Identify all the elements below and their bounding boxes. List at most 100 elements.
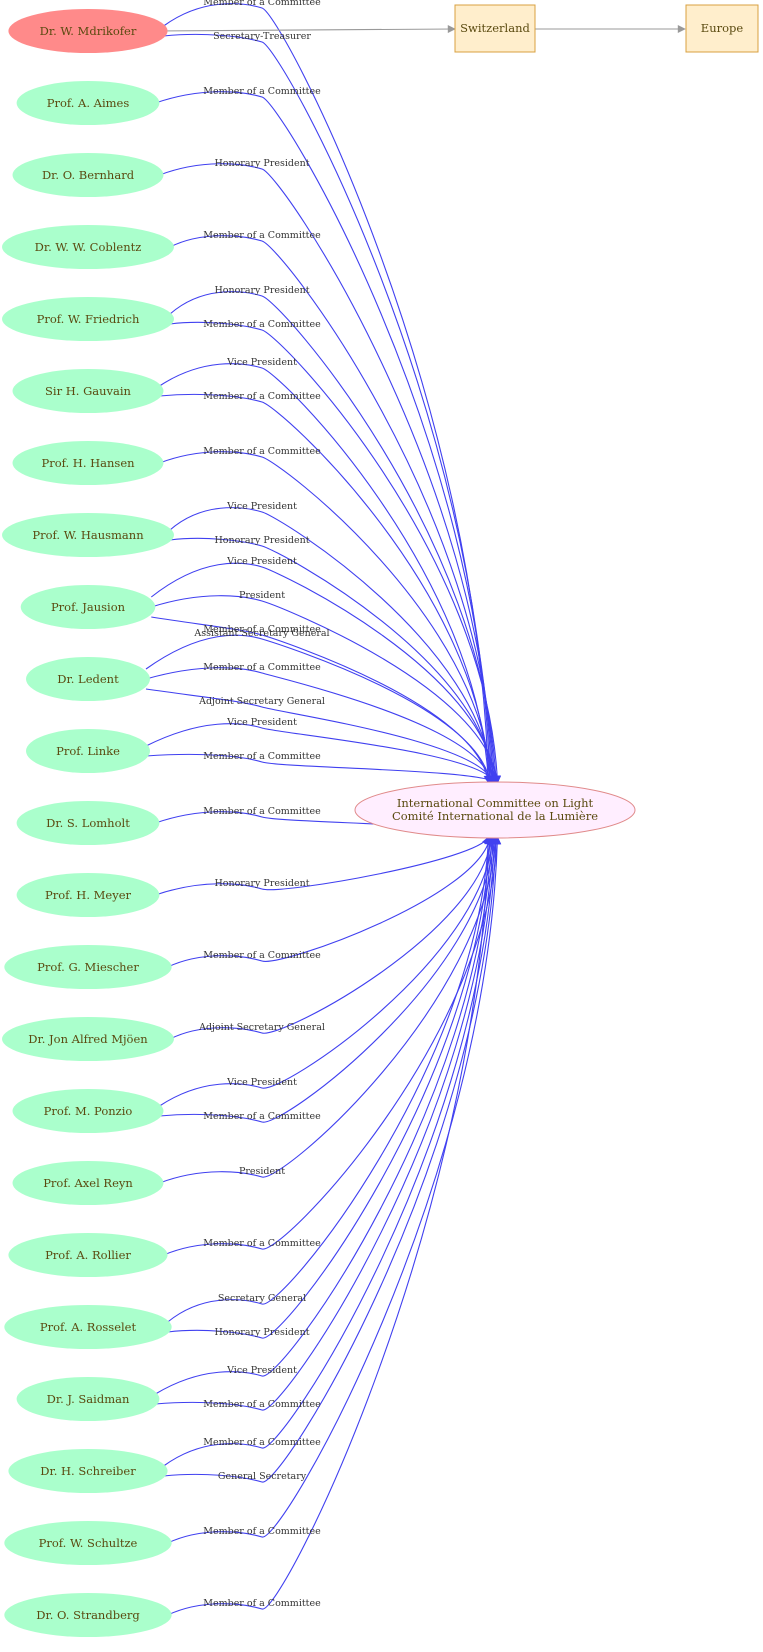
edge-prof-h-hansen-0 <box>159 451 496 784</box>
edge-label-prof-h-meyer-0: Honorary President <box>214 878 309 889</box>
person-ellipse <box>26 657 150 701</box>
person-ellipse <box>8 9 168 53</box>
edge-label-dr-s-lomholt-0: Member of a Committee <box>203 806 321 817</box>
edge-label-prof-w-hausmann-1: Honorary President <box>214 535 309 546</box>
person-node-prof-a-rollier: Prof. A. Rollier <box>8 1233 168 1277</box>
edge-label-prof-jausion-2: Member of a Committee <box>203 624 321 635</box>
edge-prof-a-rollier-0 <box>163 836 502 1256</box>
edge-dr-h-schreiber-0 <box>163 836 499 1467</box>
edge-prof-w-friedrich-0 <box>169 291 500 784</box>
person-node-prof-w-friedrich: Prof. W. Friedrich <box>2 297 174 341</box>
person-ellipse <box>16 873 160 917</box>
target-label-line1: International Committee on Light <box>397 796 594 810</box>
person-ellipse <box>2 1017 174 1061</box>
person-node-dr-s-lomholt: Dr. S. Lomholt <box>16 801 160 845</box>
person-name: Prof. W. Hausmann <box>32 528 144 542</box>
edge-sir-h-gauvain-1 <box>159 393 494 784</box>
person-name: Dr. J. Saidman <box>47 1392 130 1406</box>
person-node-prof-h-meyer: Prof. H. Meyer <box>16 873 160 917</box>
edge-label-dr-w-mdrikofer-1: Secretary-Treasurer <box>213 31 311 42</box>
edge-prof-a-rosselet-0 <box>167 836 493 1323</box>
edge-prof-jausion-0 <box>150 562 500 784</box>
country-chain: Switzerland Europe <box>153 4 759 53</box>
person-name: Prof. A. Rollier <box>45 1248 131 1262</box>
europe-box <box>685 4 759 53</box>
edge-label-dr-j-saidman-1: Member of a Committee <box>203 1399 321 1410</box>
person-ellipse <box>16 1377 160 1421</box>
edge-prof-m-ponzio-0 <box>159 836 497 1107</box>
edge-prof-linke-1 <box>145 753 497 784</box>
person-name: Prof. H. Meyer <box>45 888 132 902</box>
target-label-line2: Comité International de la Lumière <box>392 809 598 823</box>
edge-label-dr-o-bernhard-0: Honorary President <box>214 158 309 169</box>
switzerland-box <box>454 4 536 53</box>
edge-dr-h-schreiber-1 <box>163 836 500 1483</box>
person-node-prof-linke: Prof. Linke <box>26 729 150 773</box>
person-node-dr-w-w-coblentz: Dr. W. W. Coblentz <box>2 225 174 269</box>
person-node-prof-axel-reyn: Prof. Axel Reyn <box>12 1161 164 1205</box>
person-node-prof-g-miescher: Prof. G. Miescher <box>4 945 172 989</box>
person-name: Dr. W. W. Coblentz <box>35 240 142 254</box>
edge-dr-w-mdrikofer-1 <box>163 33 494 784</box>
edge-dr-o-strandberg-0 <box>167 836 493 1616</box>
edge-label-dr-h-schreiber-1: General Secretary <box>218 1471 307 1482</box>
person-ellipse <box>26 729 150 773</box>
edge-dr-w-mdrikofer-0 <box>163 3 493 784</box>
person-node-prof-m-ponzio: Prof. M. Ponzio <box>12 1089 164 1133</box>
edge-label-prof-linke-0: Vice President <box>226 717 297 728</box>
edge-dr-j-saidman-1 <box>155 836 497 1411</box>
edge-prof-axel-reyn-0 <box>159 836 500 1184</box>
edge-prof-g-miescher-0 <box>167 836 493 968</box>
target-node: International Committee on Light Comité … <box>354 781 636 839</box>
person-node-prof-h-hansen: Prof. H. Hansen <box>12 441 164 485</box>
person-ellipse <box>2 297 174 341</box>
person-name: Dr. O. Bernhard <box>42 168 135 182</box>
edge-label-dr-ledent-2: Adjoint Secretary General <box>198 696 325 707</box>
edge-label-dr-j-saidman-0: Vice President <box>226 1365 297 1376</box>
edge-prof-w-friedrich-1 <box>169 321 502 784</box>
person-ellipse <box>16 801 160 845</box>
person-name: Dr. Jon Alfred Mjöen <box>28 1032 148 1046</box>
edge-label-prof-w-hausmann-0: Vice President <box>226 501 297 512</box>
edge-label-dr-ledent-1: Member of a Committee <box>203 662 321 673</box>
edge-dr-ledent-0 <box>145 634 493 784</box>
person-ellipse <box>8 1233 168 1277</box>
edge-label-prof-m-ponzio-0: Vice President <box>226 1077 297 1088</box>
person-node-dr-w-mdrikofer: Dr. W. Mdrikofer <box>8 9 168 53</box>
edge-dr-ledent-1 <box>145 667 495 784</box>
mdrikofer-to-switzerland-arrow <box>153 25 456 34</box>
edge-prof-w-schultze-0 <box>167 836 502 1544</box>
edge-label-dr-w-w-coblentz-0: Member of a Committee <box>203 230 321 241</box>
person-node-dr-ledent: Dr. Ledent <box>26 657 150 701</box>
person-node-prof-w-hausmann: Prof. W. Hausmann <box>2 513 174 557</box>
edge-label-dr-w-mdrikofer-0: Member of a Committee <box>203 0 321 8</box>
person-name: Prof. A. Aimes <box>47 96 130 110</box>
person-name: Prof. Linke <box>56 744 120 758</box>
person-node-prof-jausion: Prof. Jausion <box>20 585 156 629</box>
person-name: Prof. W. Schultze <box>39 1536 138 1550</box>
target-ellipse <box>354 781 636 839</box>
edge-dr-ledent-2 <box>145 688 496 784</box>
person-name: Prof. A. Rosselet <box>40 1320 137 1334</box>
edge-dr-o-bernhard-0 <box>159 163 497 784</box>
edge-dr-jon-alfred-mj-en-0 <box>169 836 495 1040</box>
edge-label-dr-o-strandberg-0: Member of a Committee <box>203 1598 321 1609</box>
person-node-dr-jon-alfred-mj-en: Dr. Jon Alfred Mjöen <box>2 1017 174 1061</box>
edge-label-layer: Member of a CommitteeSecretary-Treasurer… <box>193 0 329 1609</box>
person-ellipse <box>2 513 174 557</box>
edge-label-prof-g-miescher-0: Member of a Committee <box>203 950 321 961</box>
person-ellipse <box>2 225 174 269</box>
edge-label-prof-a-rollier-0: Member of a Committee <box>203 1238 321 1249</box>
edge-label-prof-h-hansen-0: Member of a Committee <box>203 446 321 457</box>
edge-label-prof-m-ponzio-1: Member of a Committee <box>203 1111 321 1122</box>
edge-label-prof-a-rosselet-1: Honorary President <box>214 1327 309 1338</box>
person-ellipse <box>16 81 160 125</box>
person-node-sir-h-gauvain: Sir H. Gauvain <box>12 369 164 413</box>
person-ellipse <box>4 1593 172 1637</box>
person-ellipse <box>20 585 156 629</box>
edge-label-sir-h-gauvain-1: Member of a Committee <box>203 391 321 402</box>
edge-label-prof-jausion-0: Vice President <box>226 556 297 567</box>
person-node-dr-j-saidman: Dr. J. Saidman <box>16 1377 160 1421</box>
